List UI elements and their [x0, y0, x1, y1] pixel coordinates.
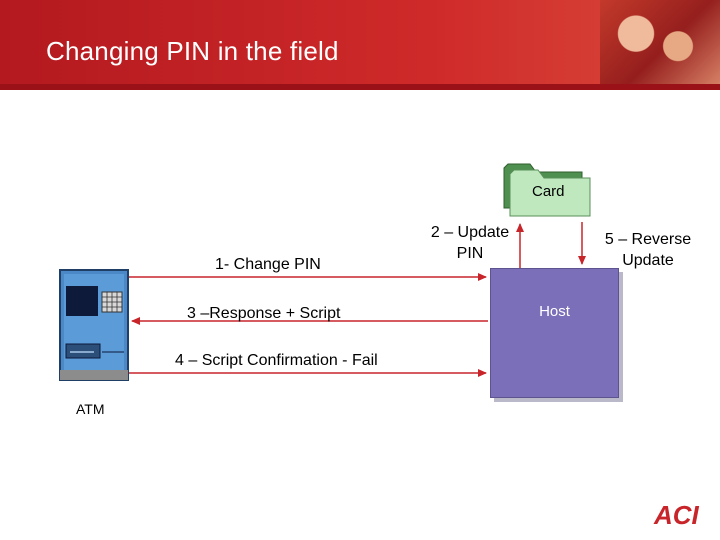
message-reverse-update: 5 – Reverse Update — [588, 229, 708, 271]
message-update-pin-line1: 2 – Update — [430, 224, 510, 241]
aci-logo-text: ACI — [653, 500, 700, 528]
message-script-confirmation: 4 – Script Confirmation - Fail — [175, 352, 378, 369]
atm-label: ATM — [76, 401, 105, 417]
card-label: Card — [532, 183, 565, 200]
card-node: Card — [502, 158, 594, 220]
message-update-pin: 2 – Update PIN — [418, 222, 522, 264]
message-change-pin: 1- Change PIN — [215, 256, 321, 273]
slide-title: Changing PIN in the field — [46, 36, 339, 66]
card-icon — [503, 163, 591, 217]
aci-logo-icon: ACI — [653, 500, 700, 530]
message-response-script: 3 –Response + Script — [187, 305, 341, 322]
message-reverse-update-line1: 5 – Reverse — [604, 231, 692, 248]
host-label: Host — [539, 303, 570, 320]
atm-node — [58, 268, 130, 383]
message-reverse-update-line2: Update — [622, 252, 674, 269]
banner-photo — [600, 0, 720, 84]
host-node: Host — [490, 268, 619, 398]
aci-logo: ACI — [652, 500, 710, 530]
title-banner: Changing PIN in the field — [0, 0, 720, 90]
atm-icon — [59, 269, 129, 381]
message-update-pin-line2: PIN — [456, 245, 484, 262]
